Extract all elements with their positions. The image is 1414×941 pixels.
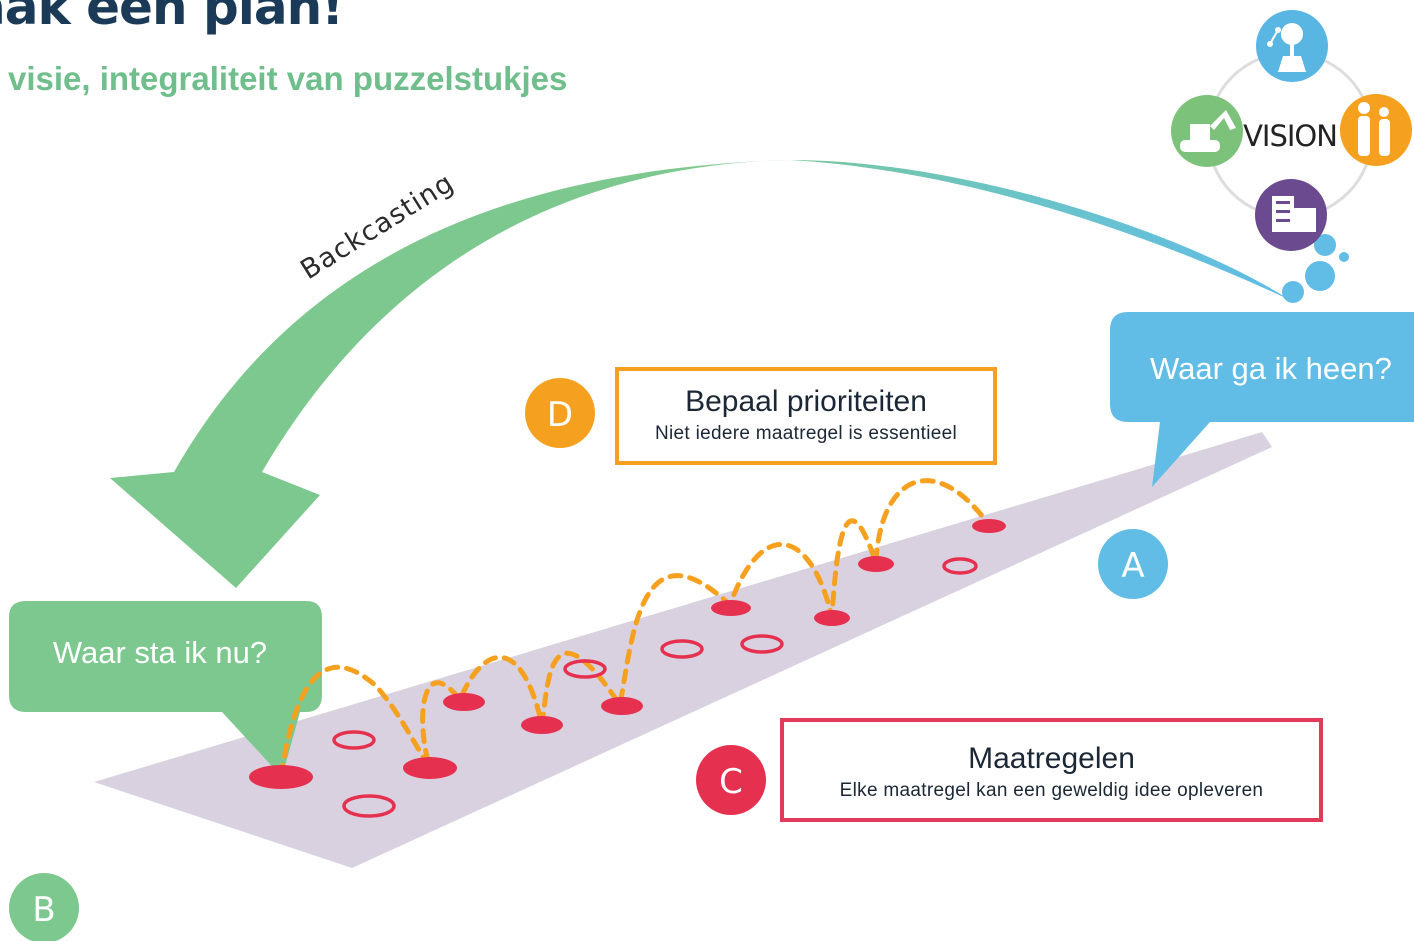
stone-filled [521, 716, 563, 734]
marker-c-label: C [719, 762, 743, 802]
stone-filled [443, 693, 485, 711]
stone-open [740, 634, 784, 654]
stone-filled [711, 600, 751, 616]
network-icon [1256, 10, 1328, 82]
stepping-stones-filled [249, 519, 1006, 789]
excavator-icon [1171, 95, 1243, 167]
stone-filled [249, 765, 313, 789]
marker-b: B [9, 873, 79, 941]
stone-open [332, 730, 376, 750]
priorities-box: Bepaal prioriteiten Niet iedere maatrege… [615, 367, 997, 465]
stone-open [660, 639, 704, 659]
thought-dot-large [1305, 261, 1335, 291]
measures-box: Maatregelen Elke maatregel kan een gewel… [780, 718, 1323, 822]
thought-dot-tiny [1314, 234, 1336, 256]
thought-dot-medium [1282, 281, 1304, 303]
measures-text: Elke maatregel kan een geweldig idee opl… [839, 780, 1264, 801]
marker-d: D [525, 378, 595, 448]
priorities-text: Niet iedere maatregel is essentieel [655, 423, 957, 444]
building-icon [1255, 179, 1327, 251]
marker-d-label: D [547, 395, 573, 435]
stone-filled [972, 519, 1006, 533]
page-title: aak een plan! [0, 0, 344, 36]
thought-dot-small [1339, 252, 1349, 262]
family-icon [1340, 94, 1412, 166]
priorities-heading: Bepaal prioriteiten [685, 385, 927, 418]
stone-filled [601, 697, 643, 715]
roadmap-path [94, 432, 1272, 868]
page-subtitle: visie, integraliteit van puzzelstukjes [8, 60, 568, 97]
stepping-stones-open [332, 557, 978, 818]
marker-c: C [696, 745, 766, 815]
vision-cycle: VISION [1171, 10, 1412, 303]
future-question: Waar ga ik heen? [1150, 351, 1392, 386]
current-question: Waar sta ik nu? [53, 635, 267, 670]
measures-heading: Maatregelen [968, 742, 1135, 775]
stone-open [342, 794, 396, 818]
future-speech-bubble: Waar ga ik heen? [1110, 312, 1414, 487]
stone-filled [814, 610, 850, 626]
stone-filled [403, 757, 457, 779]
stone-filled [858, 556, 894, 572]
marker-a-label: A [1121, 546, 1144, 586]
hopping-trail [278, 478, 992, 779]
current-speech-bubble: Waar sta ik nu? [9, 601, 322, 777]
backcasting-arrow [110, 160, 1290, 588]
vision-label: VISION [1243, 119, 1337, 153]
stone-open [563, 659, 607, 679]
marker-b-label: B [32, 890, 55, 930]
marker-a: A [1098, 529, 1168, 599]
stone-open [942, 557, 978, 575]
